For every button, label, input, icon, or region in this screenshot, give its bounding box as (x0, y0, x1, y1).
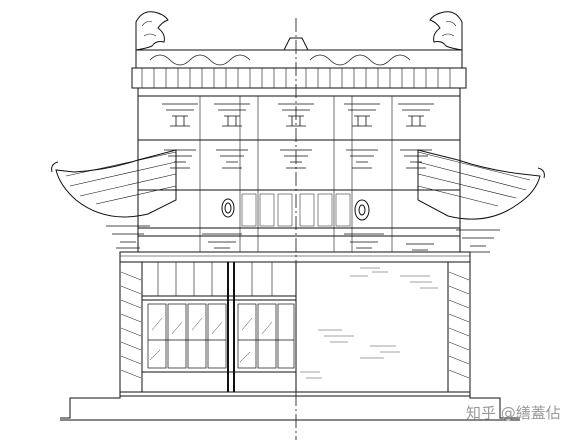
roof-ridge (135, 37, 463, 69)
source-watermark: 知乎 @繕蓋佔 (466, 404, 561, 422)
upper-eave-band (131, 67, 467, 89)
lattice-door-panels (141, 261, 297, 393)
right-ridge-finial (429, 11, 463, 51)
middle-bracket-sets (164, 149, 432, 169)
lower-lintel-band (119, 251, 471, 263)
upper-bracket-sets (162, 103, 434, 127)
right-wall-pier (447, 261, 471, 393)
left-wall-pier (119, 261, 143, 393)
hanging-ornaments (221, 198, 370, 221)
lower-bracket-sets (106, 225, 500, 253)
ground-platform (60, 391, 520, 421)
left-ridge-finial (135, 11, 169, 51)
right-plaster-wall (295, 261, 449, 393)
left-sweeping-eave (51, 149, 177, 218)
right-sweeping-eave (417, 149, 545, 220)
upper-storey-frame (137, 87, 461, 253)
